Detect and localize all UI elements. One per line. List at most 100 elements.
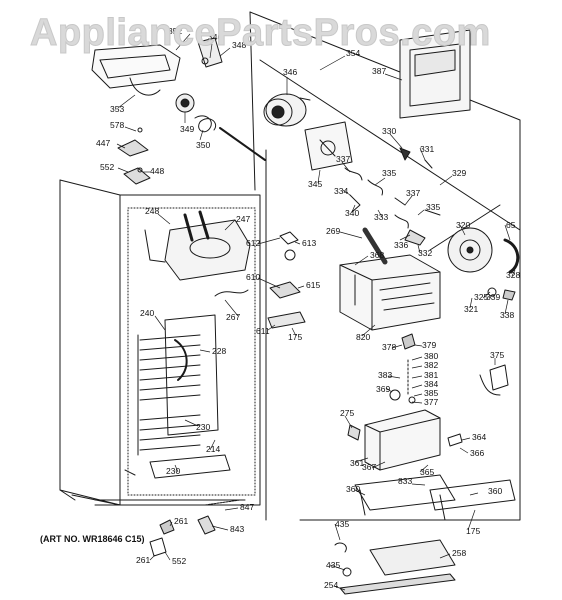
part-label-337: 337 — [336, 154, 350, 164]
part-label-65: 65 — [506, 220, 516, 230]
bottom-left-parts — [149, 499, 241, 557]
dispenser-control-parts — [389, 333, 509, 404]
part-label-350: 350 — [196, 140, 210, 150]
part-label-613: 613 — [302, 238, 316, 248]
part-label-552: 552 — [100, 162, 114, 172]
part-label-345: 345 — [308, 179, 322, 189]
part-label-610: 610 — [246, 272, 260, 282]
part-label-364: 364 — [472, 432, 486, 442]
part-label-820: 820 — [356, 332, 370, 342]
part-label-353: 353 — [110, 104, 124, 114]
part-label-369: 369 — [376, 384, 390, 394]
part-label-552: 552 — [172, 556, 186, 566]
part-label-382: 382 — [424, 360, 438, 370]
part-label-240: 240 — [140, 308, 154, 318]
ice-door-assembly — [399, 29, 471, 119]
part-label-254: 254 — [324, 580, 338, 590]
leader-lines — [116, 33, 516, 591]
part-label-380: 380 — [424, 351, 438, 361]
part-label-331: 331 — [420, 144, 434, 154]
part-label-843: 843 — [230, 524, 244, 534]
part-label-612: 612 — [246, 238, 260, 248]
ice-bucket-assembly — [91, 37, 223, 96]
part-label-354: 354 — [346, 48, 360, 58]
part-label-269: 269 — [326, 226, 340, 236]
part-label-335: 335 — [426, 202, 440, 212]
part-label-228: 228 — [212, 346, 226, 356]
watermark: AppliancePartsPros.com — [30, 12, 491, 55]
fan-motor-parts — [214, 231, 306, 329]
part-label-336: 336 — [394, 240, 408, 250]
part-label-340: 340 — [345, 208, 359, 218]
part-label-435: 435 — [326, 560, 340, 570]
ice-maker-motor — [447, 227, 520, 301]
part-label-329: 329 — [452, 168, 466, 178]
part-label-175: 175 — [466, 526, 480, 536]
part-label-375: 375 — [490, 350, 504, 360]
auger-motor — [263, 93, 311, 127]
part-label-267: 267 — [226, 312, 240, 322]
actuator-rod — [429, 204, 501, 251]
part-label-328: 328 — [506, 270, 520, 280]
part-label-378: 378 — [382, 342, 396, 352]
part-label-247: 247 — [236, 214, 250, 224]
part-label-230: 230 — [166, 466, 180, 476]
part-label-230: 230 — [196, 422, 210, 432]
part-label-332: 332 — [418, 248, 432, 258]
auger-and-coupler — [175, 93, 266, 161]
door-linkage-parts — [344, 147, 441, 246]
part-label-365: 365 — [420, 467, 434, 477]
part-label-367: 367 — [362, 462, 376, 472]
part-label-615: 615 — [306, 280, 320, 290]
part-label-833: 833 — [398, 476, 412, 486]
part-label-258: 258 — [452, 548, 466, 558]
part-label-339: 339 — [486, 292, 500, 302]
part-label-349: 349 — [180, 124, 194, 134]
part-label-248: 248 — [145, 206, 159, 216]
motor-bracket — [304, 121, 353, 171]
part-label-335: 335 — [382, 168, 396, 178]
evaporator-coil — [137, 314, 219, 456]
part-label-847: 847 — [240, 502, 254, 512]
part-label-377: 377 — [424, 397, 438, 407]
art-number: (ART NO. WR18646 C15) — [40, 534, 145, 544]
part-label-387: 387 — [372, 66, 386, 76]
part-label-346: 346 — [283, 67, 297, 77]
part-label-175: 175 — [288, 332, 302, 342]
part-label-368: 368 — [370, 250, 384, 260]
part-label-330: 330 — [382, 126, 396, 136]
part-label-361: 361 — [350, 458, 364, 468]
part-label-group: 3523463483463543873533495783504473303315… — [96, 26, 520, 590]
part-label-261: 261 — [136, 555, 150, 565]
part-label-383: 383 — [378, 370, 392, 380]
part-label-381: 381 — [424, 370, 438, 380]
part-label-578: 578 — [110, 120, 124, 130]
feeder-rod — [259, 59, 521, 231]
defrost-heater — [124, 454, 231, 479]
part-label-611: 611 — [256, 326, 270, 336]
part-label-321: 321 — [464, 304, 478, 314]
part-label-379: 379 — [422, 340, 436, 350]
part-label-333: 333 — [374, 212, 388, 222]
part-label-435: 435 — [335, 519, 349, 529]
part-label-366: 366 — [470, 448, 484, 458]
freezer-case-outline — [59, 11, 521, 521]
part-label-448: 448 — [150, 166, 164, 176]
ice-maker — [339, 254, 441, 331]
part-label-334: 334 — [334, 186, 348, 196]
part-label-348: 348 — [232, 40, 246, 50]
small-brackets-left — [117, 127, 151, 185]
part-label-360: 360 — [488, 486, 502, 496]
part-label-261: 261 — [174, 516, 188, 526]
part-label-447: 447 — [96, 138, 110, 148]
part-label-338: 338 — [500, 310, 514, 320]
bottom-trays — [334, 539, 456, 595]
dispenser-housing — [347, 409, 463, 471]
part-label-384: 384 — [424, 379, 438, 389]
part-label-337: 337 — [406, 188, 420, 198]
part-label-352: 352 — [168, 26, 182, 36]
part-label-275: 275 — [340, 408, 354, 418]
part-label-214: 214 — [206, 444, 220, 454]
part-label-360: 360 — [346, 484, 360, 494]
